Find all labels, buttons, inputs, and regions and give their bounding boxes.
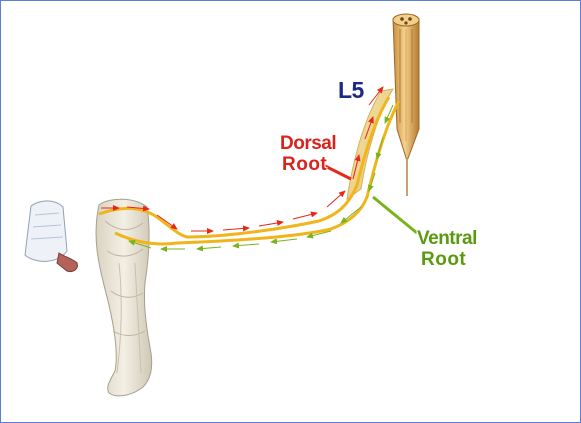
ventral-root-label-line1: Ventral [417,229,477,248]
ventral-root-label-line2: Root [421,250,466,269]
reflex-hammer-icon [25,201,77,272]
ventral-root-pointer [373,197,417,233]
leg-icon [96,199,152,396]
dorsal-root-label-line1: Dorsal [280,134,336,153]
spinal-level-label: L5 [338,79,364,102]
dorsal-root-label-line2: Root [282,155,327,174]
